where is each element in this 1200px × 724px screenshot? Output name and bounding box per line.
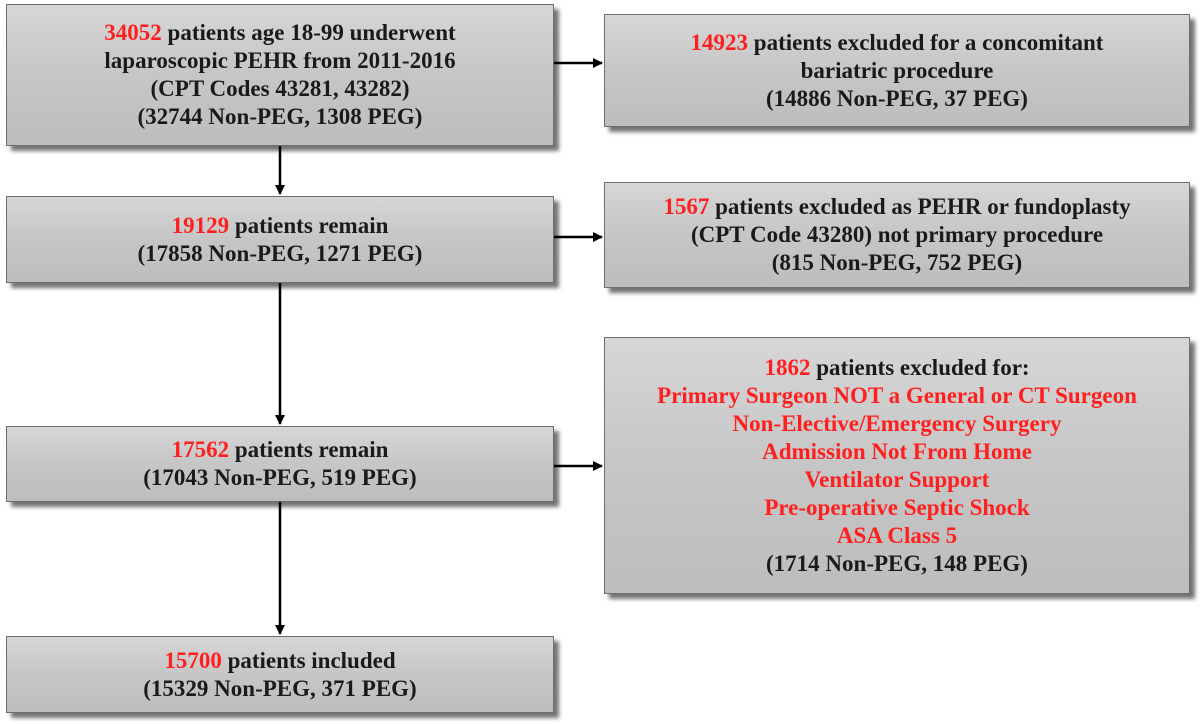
text-line: (15329 Non-PEG, 371 PEG) (143, 675, 417, 701)
box-included: 15700 patients included (15329 Non-PEG, … (6, 636, 554, 713)
text-line: (32744 Non-PEG, 1308 PEG) (137, 104, 423, 129)
text-line: patients excluded for: (816, 354, 1030, 380)
box-remain-2: 17562 patients remain (17043 Non-PEG, 51… (6, 426, 554, 502)
criterion-item: Primary Surgeon NOT a General or CT Surg… (657, 382, 1137, 408)
text-line: patients excluded as PEHR or fundoplasty (715, 194, 1131, 219)
box-exclusion-bariatric: 14923 patients excluded for a concomitan… (604, 14, 1190, 127)
text-line: patients included (227, 647, 396, 673)
criterion-item: Ventilator Support (804, 466, 990, 492)
text-line: (17858 Non-PEG, 1271 PEG) (137, 240, 423, 266)
count-remain-1: 19129 (171, 212, 230, 238)
count-initial: 34052 (104, 20, 162, 45)
text-line: (815 Non-PEG, 752 PEG) (771, 250, 1023, 275)
text-line: patients age 18-99 underwent (167, 20, 456, 45)
box-exclusion-criteria: 1862 patients excluded for: Primary Surg… (604, 337, 1190, 594)
criterion-item: Pre-operative Septic Shock (764, 494, 1030, 520)
text-line: laparoscopic PEHR from 2011-2016 (104, 48, 456, 73)
count-excluded-bariatric: 14923 (690, 29, 749, 55)
text-line: (1714 Non-PEG, 148 PEG) (766, 550, 1028, 576)
text-line: patients remain (234, 437, 389, 462)
text-line: bariatric procedure (800, 57, 994, 83)
criterion-item: Non-Elective/Emergency Surgery (732, 410, 1062, 436)
text-line: (CPT Codes 43281, 43282) (150, 76, 410, 101)
count-remain-2: 17562 (171, 437, 230, 462)
count-excluded-criteria: 1862 (764, 354, 811, 380)
box-exclusion-primary-procedure: 1567 patients excluded as PEHR or fundop… (604, 182, 1190, 288)
criterion-item: Admission Not From Home (762, 438, 1032, 464)
count-excluded-primary: 1567 (663, 194, 710, 219)
text-line: patients excluded for a concomitant (753, 29, 1104, 55)
criterion-item: ASA Class 5 (836, 522, 958, 548)
text-line: (17043 Non-PEG, 519 PEG) (143, 465, 417, 490)
count-included: 15700 (164, 647, 222, 673)
text-line: (CPT Code 43280) not primary procedure (690, 222, 1104, 247)
text-line: (14886 Non-PEG, 37 PEG) (766, 85, 1028, 111)
box-remain-1: 19129 patients remain (17858 Non-PEG, 12… (6, 196, 554, 283)
text-line: patients remain (234, 212, 389, 238)
box-initial-cohort: 34052 patients age 18-99 underwent lapar… (6, 4, 554, 146)
